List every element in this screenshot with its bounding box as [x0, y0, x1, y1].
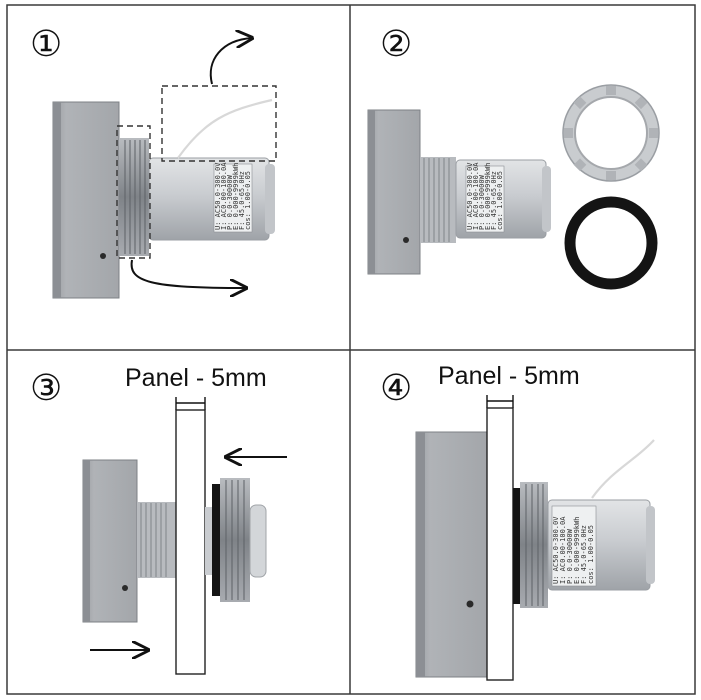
- step-1-panel: ① U: AC50.0-300.0VI: AC0.00-100.0AP: 0.0…: [30, 24, 277, 299]
- thickness-marker: [175, 397, 206, 410]
- nut-ring: [119, 138, 149, 256]
- nut-knurl: [124, 140, 146, 254]
- gasket-ring-icon: [564, 196, 658, 290]
- nut-ring: [220, 478, 250, 602]
- thread-lines: [423, 158, 450, 242]
- housing-edge: [53, 102, 61, 298]
- spec-line: I: AC0.00-100.0A: [220, 162, 228, 230]
- curved-arrow-icon: [130, 259, 246, 288]
- meter-housing: [415, 431, 488, 678]
- spec-line: I: AC0.00-100.0A: [472, 162, 480, 230]
- meter-housing: [367, 109, 421, 275]
- cylinder-cap: [249, 504, 267, 578]
- panel-thickness-label: Panel - 5mm: [438, 362, 580, 390]
- gasket: [513, 488, 520, 604]
- spec-line: U: AC50.0-300.0V: [552, 516, 560, 584]
- spec-line: U: AC50.0-300.0V: [214, 162, 222, 230]
- mounting-panel: [486, 407, 514, 681]
- spec-line: F: 45.0-65.0Hz: [238, 171, 246, 230]
- mount-screw: [122, 585, 128, 591]
- step-4-number: ④: [380, 368, 412, 409]
- spec-label: U: AC50.0-300.0VI: AC0.00-100.0AP: 0.0-3…: [213, 162, 253, 233]
- thread-lines: [140, 503, 167, 577]
- nut-ring: [520, 482, 548, 608]
- spec-line: F: 45.0-65.0Hz: [490, 171, 498, 230]
- nut-ring-icon: [562, 84, 660, 182]
- mount-screw: [466, 600, 474, 608]
- threaded-body: [137, 502, 177, 578]
- spec-line: U: AC50.0-300.0V: [466, 162, 474, 230]
- mount-screw: [100, 253, 106, 259]
- meter-housing: [52, 101, 120, 299]
- step-3-number: ③: [30, 368, 62, 409]
- housing-edge: [83, 460, 90, 622]
- spec-line: E: 0.000-9999kWh: [232, 163, 240, 230]
- mounting-panel: [175, 409, 206, 675]
- spec-line: P: 0.0-30000W: [478, 174, 486, 230]
- spec-label: U: AC50.0-300.0VI: AC0.00-100.0AP: 0.0-3…: [465, 162, 505, 233]
- gasket: [212, 484, 220, 596]
- housing-edge: [416, 432, 425, 677]
- spec-line: P: 0.0-30000W: [226, 174, 234, 230]
- cylinder-cap: [542, 166, 551, 232]
- spec-line: cos: 1.00-0.05: [244, 171, 252, 230]
- cylinder-cap: [265, 164, 275, 234]
- highlight-wire-box: [161, 85, 277, 162]
- mount-screw: [403, 237, 409, 243]
- spec-line: P: 0.0-30000W: [566, 528, 574, 584]
- meter-housing: [82, 459, 138, 623]
- step-3-panel: ③ Panel - 5mm: [30, 364, 287, 675]
- spec-line: I: AC0.00-100.0A: [559, 516, 567, 584]
- threaded-body: [420, 157, 456, 243]
- step-2-panel: ② U: AC50.0-300.0VI: AC0.00-100.0AP: 0.0…: [367, 24, 660, 290]
- spec-line: F: 45.0-65.0Hz: [580, 525, 588, 584]
- spec-line: cos: 1.00-0.05: [587, 525, 595, 584]
- step-2-number: ②: [380, 24, 412, 65]
- wire: [591, 439, 655, 499]
- nut-knurl: [225, 480, 245, 600]
- housing-edge: [368, 110, 375, 274]
- highlight-nut-box: [116, 125, 151, 259]
- wire: [177, 98, 273, 159]
- spec-line: cos: 1.00-0.05: [496, 171, 504, 230]
- curved-arrow-icon: [209, 38, 252, 85]
- spec-line: E: 0.000-9999kWh: [573, 517, 581, 584]
- panel-thickness-label: Panel - 5mm: [125, 364, 267, 392]
- step-1-number: ①: [30, 24, 62, 65]
- spec-line: E: 0.000-9999kWh: [484, 163, 492, 230]
- thickness-marker: [486, 395, 514, 408]
- nut-knurl: [525, 484, 544, 606]
- cylinder-cap: [646, 506, 655, 584]
